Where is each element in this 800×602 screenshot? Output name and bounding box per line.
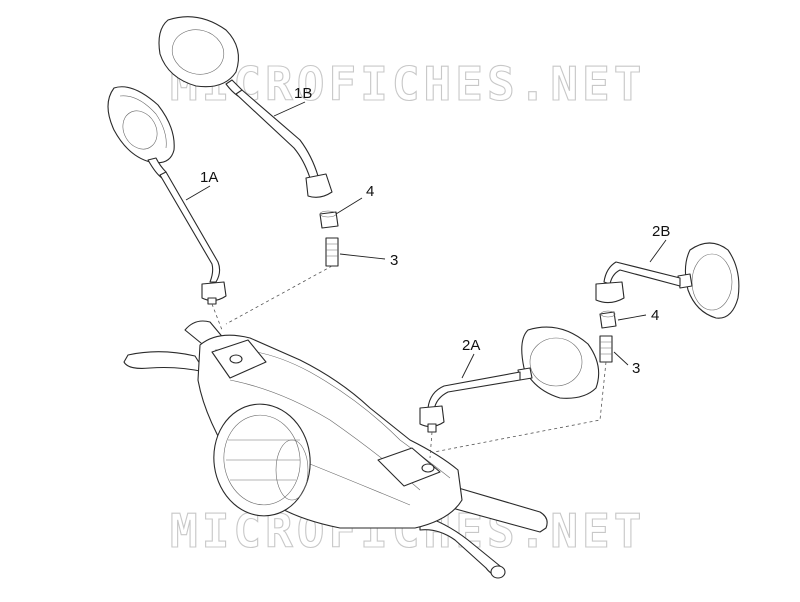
leader-2a xyxy=(461,353,475,379)
callout-1b: 1B xyxy=(294,85,312,102)
mirror-2b xyxy=(595,242,740,319)
leader-stud-left xyxy=(339,253,386,260)
callout-nut-left: 4 xyxy=(366,183,374,200)
nut-left xyxy=(319,210,339,229)
mirror-2b-glass xyxy=(691,253,733,311)
leader-1a xyxy=(185,185,211,201)
headlight-lens-lines xyxy=(226,439,300,481)
nut-right-top xyxy=(600,310,616,318)
right-lever-tip xyxy=(490,565,506,579)
right-mount-hole xyxy=(421,463,435,473)
leader-stud-right xyxy=(613,351,629,366)
assembly-line-2a xyxy=(429,431,433,459)
callout-2b: 2B xyxy=(652,223,670,240)
headlight-lens xyxy=(223,414,301,506)
callout-2a: 2A xyxy=(462,337,480,354)
mirror-2a-housing xyxy=(521,326,600,399)
mirror-1a-stem xyxy=(159,171,221,283)
stud-left-body xyxy=(325,237,339,267)
callout-1a: 1A xyxy=(200,169,218,186)
watermark-top: MICROFICHES.NET xyxy=(170,57,645,111)
handlebar-assembly xyxy=(123,320,548,579)
assembly-line-right-stud xyxy=(433,361,607,453)
left-mount-hole xyxy=(229,354,243,364)
right-grip xyxy=(451,486,548,533)
callout-stud-left: 3 xyxy=(390,252,398,269)
stud-right-threads xyxy=(600,341,612,355)
assembly-line-left-stud xyxy=(225,265,333,325)
nut-left-body xyxy=(319,211,339,229)
mirror-2a-stem xyxy=(427,371,521,411)
callout-stud-right: 3 xyxy=(632,360,640,377)
stud-left xyxy=(325,237,339,267)
left-brake-lever xyxy=(123,351,206,373)
nut-right xyxy=(599,310,617,329)
stud-right xyxy=(599,335,613,363)
mirror-1b xyxy=(158,16,333,198)
mirror-2a xyxy=(419,326,600,433)
headlight-reflector xyxy=(275,439,309,501)
right-mount-boss xyxy=(377,447,441,487)
leader-1b xyxy=(273,101,306,117)
mirror-1a-glass xyxy=(122,110,158,150)
nut-right-body xyxy=(599,311,617,329)
mirror-1b-housing xyxy=(158,16,239,88)
mirror-1a-thread xyxy=(207,297,217,305)
mirror-1a xyxy=(107,86,227,305)
leader-2b xyxy=(649,239,667,263)
stud-left-threads xyxy=(326,243,338,257)
assembly-line-1a xyxy=(211,303,223,331)
mirror-1b-glass xyxy=(171,29,225,75)
callout-nut-right: 4 xyxy=(651,307,659,324)
mirror-1a-glass-edge xyxy=(119,95,167,149)
leader-nut-left xyxy=(335,197,363,215)
mirror-2a-thread xyxy=(427,423,437,433)
mirror-2a-glass xyxy=(529,337,583,387)
mirror-2b-boot xyxy=(595,281,625,304)
leader-nut-right xyxy=(617,314,647,321)
mirror-1b-boot xyxy=(305,173,333,198)
mirror-1a-housing xyxy=(107,86,175,164)
stud-right-body xyxy=(599,335,613,363)
